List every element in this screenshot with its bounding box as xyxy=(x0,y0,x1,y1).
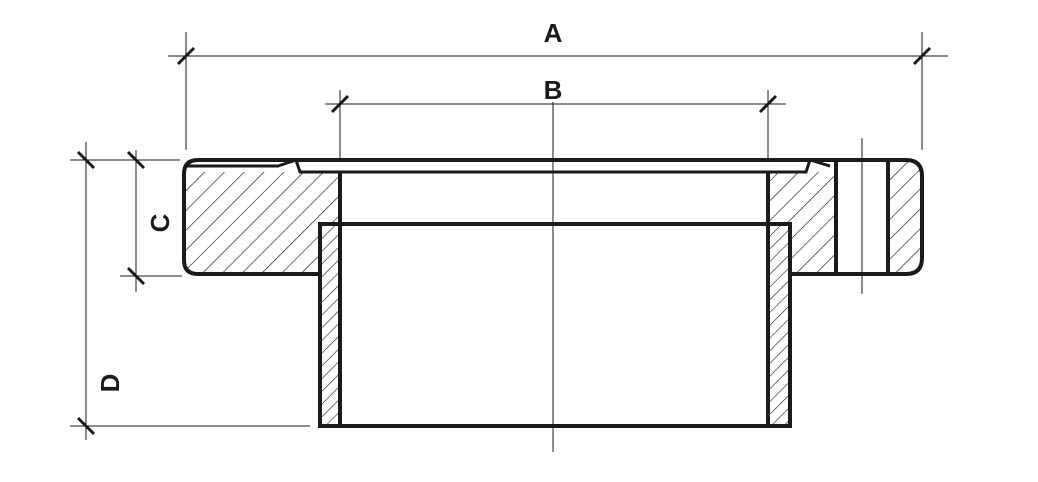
dimension-b-tick-right xyxy=(758,94,778,114)
tube-wall-right xyxy=(768,224,790,426)
dimension-a xyxy=(168,32,948,150)
flange-outline xyxy=(182,158,924,276)
dimension-c-label: C xyxy=(145,213,175,232)
dimension-d-tick-bottom xyxy=(76,416,96,436)
flange-right-section-inner xyxy=(768,172,836,274)
dimension-b-label: B xyxy=(544,75,563,105)
flange-left-section xyxy=(184,172,340,274)
dimension-c-tick-top xyxy=(126,150,146,170)
dimension-a-tick-left xyxy=(176,46,196,66)
dimension-b-tick-left xyxy=(330,94,350,114)
flange-right-section-outer xyxy=(888,160,922,274)
tube-outline xyxy=(318,222,792,428)
dimension-a-tick-right xyxy=(912,46,932,66)
dimension-d-tick-top xyxy=(76,150,96,170)
flange-section xyxy=(182,138,924,428)
dimension-d xyxy=(70,142,310,440)
tube-wall-left xyxy=(320,224,340,426)
dimension-b xyxy=(325,90,786,160)
dimension-a-label: A xyxy=(544,18,563,48)
dimension-c-tick-bottom xyxy=(126,266,146,286)
dimension-d-label: D xyxy=(95,374,125,393)
